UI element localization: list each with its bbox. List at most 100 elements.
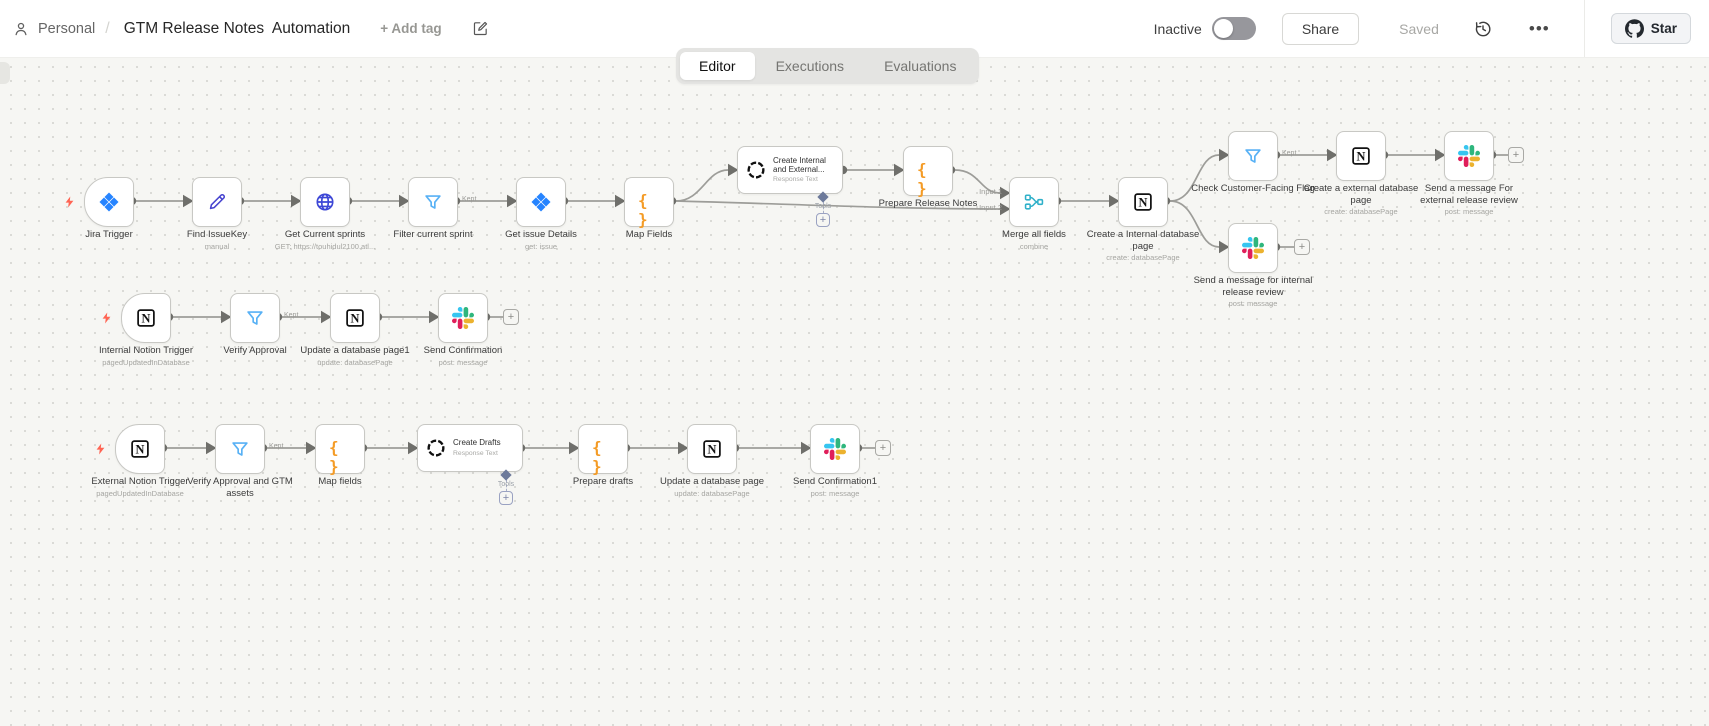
node-label: Prepare drafts [572,476,634,487]
node-label: Send a message for internal release revi… [1191,275,1315,308]
more-options-button[interactable]: ••• [1528,18,1550,38]
node-box-send-a-message-for-external-release-review[interactable] [1444,131,1494,181]
node-label: Map fields [318,476,362,487]
svg-text:N: N [142,311,151,325]
workflow-node-map-fields-row3: { }Map fields [315,424,365,487]
add-tool-button[interactable] [499,491,513,505]
add-node-plus-button[interactable] [875,440,891,456]
edge-label-kept: Kept [284,312,299,319]
workflow-title[interactable]: GTM Release Notes Automation [123,19,351,37]
node-title: Create Drafts [453,438,501,448]
node-box-create-internal-and-external[interactable]: Create Internal and External...Response … [737,146,843,194]
node-label: Verify Approval and GTM assets [187,476,293,499]
jira-icon [98,191,120,213]
node-sublabel: update: databasePage [674,488,750,498]
activation-toggle[interactable] [1211,17,1256,40]
node-box-filter-current-sprint[interactable] [408,177,458,227]
tools-label: Tools [814,203,832,210]
node-box-create-a-internal-database-page[interactable]: N [1118,177,1168,227]
node-title: Create Internal and External... [773,155,826,174]
toggle-knob [1213,19,1233,38]
trigger-bolt-icon [94,443,107,456]
node-sublabel: manual [204,241,230,251]
history-icon[interactable] [1473,19,1493,39]
workflow-node-send-a-message-for-external-release-review: Send a message For external release revi… [1420,131,1518,216]
add-node-plus-button[interactable] [1508,147,1524,163]
add-tool-button[interactable] [816,213,830,227]
jira-icon [530,191,552,213]
node-box-send-confirmation[interactable] [438,293,488,343]
node-box-jira-trigger[interactable] [84,177,134,227]
notion-icon: N [135,307,157,329]
edit-title-icon[interactable] [472,20,489,37]
node-box-map-fields-row3[interactable]: { } [315,424,365,476]
node-box-get-issue-details[interactable] [516,177,566,227]
share-button[interactable]: Share [1281,12,1360,45]
breadcrumb-project[interactable]: Personal [38,20,96,37]
trigger-bolt-icon [63,196,76,209]
add-node-plus-button[interactable] [1294,239,1310,255]
notion-icon: N [129,438,151,460]
pencil-icon [206,191,228,213]
node-box-find-issuekey[interactable] [192,177,242,227]
workflow-node-prepare-release-notes: { }Prepare Release Notes [879,146,977,209]
header-divider [1583,0,1585,57]
node-sublabel: post: message [1444,207,1494,217]
tools-diamond-icon[interactable] [500,469,512,481]
node-label: Verify Approval [223,345,287,356]
tools-connector: Tools [489,469,523,505]
node-box-external-notion-trigger[interactable]: N [115,424,165,474]
funnel-icon [1242,145,1264,167]
add-tag-button[interactable]: + Add tag [380,21,442,36]
node-box-map-fields[interactable]: { } [624,177,674,229]
slack-icon [1242,237,1264,259]
github-star-button[interactable]: Star [1610,13,1691,44]
workflow-node-map-fields: { }Map Fields [624,177,674,240]
openai-icon [745,159,767,181]
tools-label: Tools [497,481,515,488]
node-box-send-confirmation1[interactable] [810,424,860,474]
person-icon [12,20,30,38]
node-sublabel: post: message [438,357,488,367]
node-box-update-a-database-page1[interactable]: N [330,293,380,343]
node-box-merge-all-fields[interactable] [1009,177,1059,227]
node-box-create-a-external-database-page[interactable]: N [1336,131,1386,181]
node-box-update-a-database-page[interactable]: N [687,424,737,474]
tab-evaluations[interactable]: Evaluations [884,58,957,74]
node-subtitle: Response Text [453,449,498,457]
node-box-prepare-drafts[interactable]: { } [578,424,628,476]
node-box-send-a-message-for-internal-release-review[interactable] [1228,223,1278,273]
node-label: Map Fields [625,229,673,240]
funnel-icon [422,191,444,213]
add-node-plus-button[interactable] [503,309,519,325]
braces-icon: { } [592,438,602,476]
node-label: Send a message For external release revi… [1407,183,1531,216]
svg-text:N: N [136,442,145,456]
tools-diamond-icon[interactable] [817,191,829,203]
node-box-verify-approval[interactable] [230,293,280,343]
node-box-get-current-sprints[interactable] [300,177,350,227]
merge-input-1-label: Input 1 [979,187,1002,196]
node-box-check-customer-facing-flag[interactable] [1228,131,1278,181]
funnel-icon [244,307,266,329]
node-box-prepare-release-notes[interactable]: { } [903,146,953,198]
node-box-verify-approval-and-gtm-assets[interactable] [215,424,265,474]
tab-executions[interactable]: Executions [775,58,845,74]
node-box-internal-notion-trigger[interactable]: N [121,293,171,343]
tab-editor[interactable]: Editor [680,52,755,80]
sidebar-collapsed-notch[interactable] [0,62,10,84]
